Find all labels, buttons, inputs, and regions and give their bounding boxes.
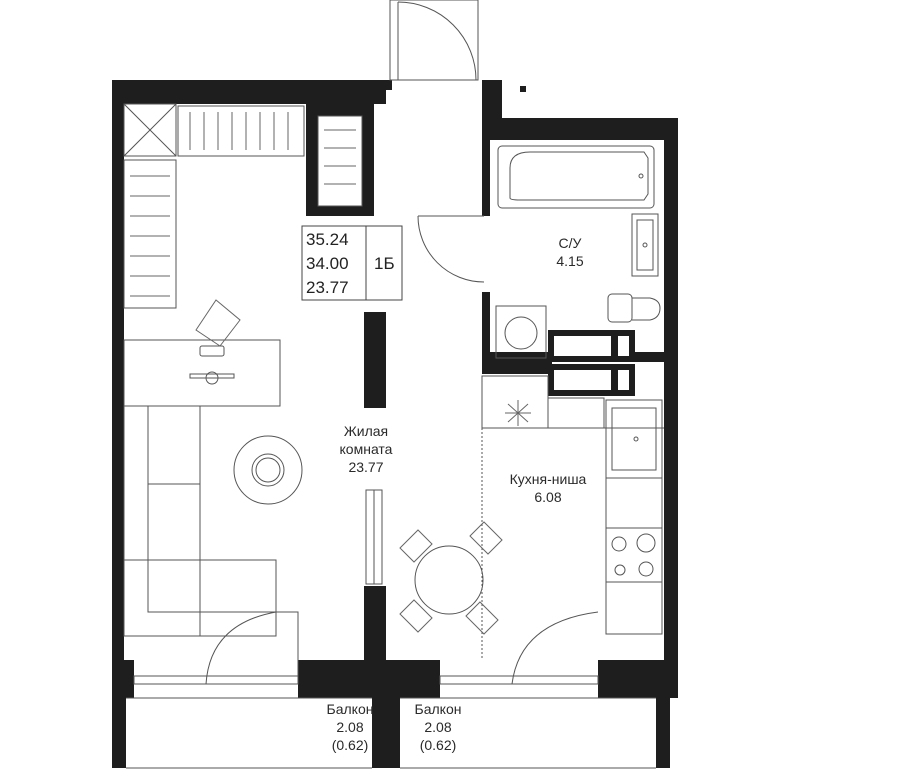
room-area: 2.08 bbox=[336, 719, 364, 735]
room-label-living: Жилая комната 23.77 bbox=[316, 422, 416, 476]
apartment-type: 1Б bbox=[374, 254, 395, 273]
room-label-bath: С/У 4.15 bbox=[530, 234, 610, 270]
room-reduced-area: (0.62) bbox=[419, 737, 457, 753]
room-area: 6.08 bbox=[534, 489, 562, 505]
room-name: Кухня-ниша bbox=[509, 471, 587, 487]
living-area: 23.77 bbox=[306, 278, 349, 297]
room-area: 23.77 bbox=[348, 459, 384, 475]
shafts bbox=[548, 330, 635, 396]
room-area: 4.15 bbox=[556, 253, 584, 269]
room-label-kitchen: Кухня-ниша 6.08 bbox=[488, 470, 608, 506]
hangers bbox=[130, 112, 531, 635]
room-name: Жилая bbox=[343, 423, 389, 439]
room-name: Балкон bbox=[326, 701, 374, 717]
room-name-line2: комната bbox=[339, 441, 393, 457]
thin-lines bbox=[123, 0, 664, 769]
room-reduced-area: (0.62) bbox=[331, 737, 369, 753]
apartment-info-box: 35.24 34.00 23.77 1Б bbox=[302, 226, 402, 300]
room-label-balcony-right: Балкон 2.08 (0.62) bbox=[398, 700, 478, 754]
room-area: 2.08 bbox=[424, 719, 452, 735]
room-label-balcony-left: Балкон 2.08 (0.62) bbox=[310, 700, 390, 754]
area-no-balcony: 34.00 bbox=[306, 254, 349, 273]
room-name: С/У bbox=[558, 235, 582, 251]
total-area: 35.24 bbox=[306, 230, 349, 249]
room-name: Балкон bbox=[414, 701, 462, 717]
